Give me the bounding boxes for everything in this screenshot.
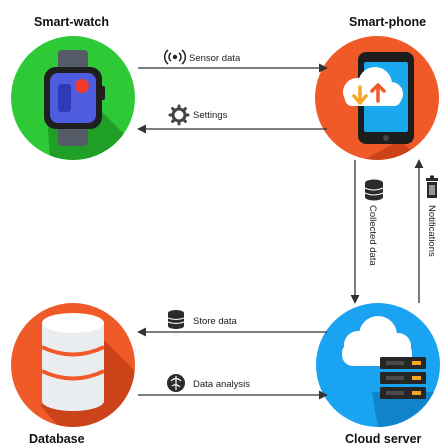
database-icon: [167, 310, 185, 329]
database-icon: [364, 179, 384, 201]
smartwatch-node: [11, 36, 135, 160]
database-label: Database: [29, 432, 85, 445]
notifications-flow: Notifications: [414, 159, 438, 303]
smartphone-node: [315, 36, 439, 160]
cloud-server-node: [316, 303, 440, 427]
cloud-sync-icon: [343, 67, 403, 106]
data-analysis-label: Data analysis: [193, 379, 250, 390]
store-data-flow: Store data: [137, 310, 327, 337]
smartwatch-label: Smart-watch: [34, 15, 109, 29]
sensor-data-flow: Sensor data: [138, 49, 328, 73]
collected-data-label: Collected data: [367, 205, 378, 266]
wireless-signal-icon: [163, 49, 187, 65]
cloud-server-label: Cloud server: [345, 432, 422, 445]
settings-flow: Settings: [137, 104, 327, 134]
smartphone-label: Smart-phone: [349, 15, 426, 29]
trash-bin-icon: [426, 175, 438, 198]
smartwatch-icon: [44, 50, 105, 146]
database-cylinder-icon: [41, 313, 105, 411]
data-analysis-flow: Data analysis: [138, 374, 328, 400]
settings-label: Settings: [193, 110, 228, 121]
sensor-data-label: Sensor data: [189, 53, 241, 64]
store-data-label: Store data: [193, 316, 238, 327]
collected-data-flow: Collected data: [350, 160, 384, 304]
database-node: [11, 303, 135, 427]
analysis-brain-icon: [167, 374, 185, 392]
gear-icon: [168, 104, 190, 126]
server-rack-icon: [380, 357, 426, 399]
notifications-label: Notifications: [426, 205, 437, 257]
